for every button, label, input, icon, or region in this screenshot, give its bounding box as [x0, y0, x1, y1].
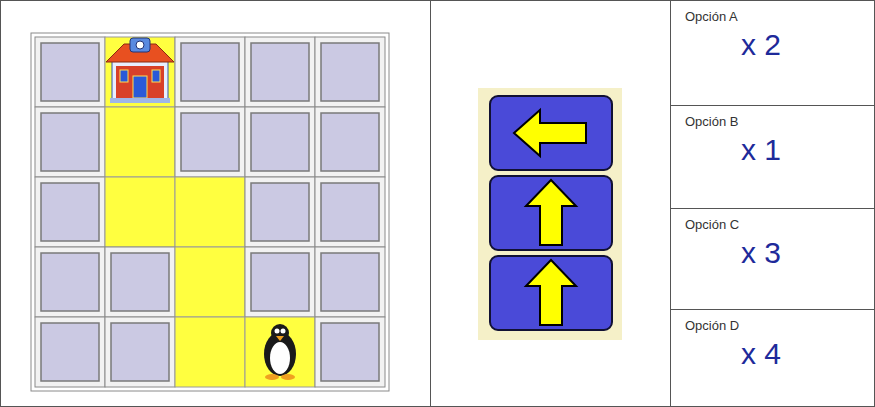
option-value: x 2	[741, 28, 874, 61]
option-box: Opción B x 1	[671, 106, 874, 208]
grid-board	[31, 33, 389, 391]
option-value: x 3	[741, 236, 874, 269]
grid-frame	[31, 33, 389, 391]
path-cell	[175, 317, 245, 387]
path-cell	[105, 107, 175, 177]
panel-divider	[430, 0, 431, 407]
house-icon	[106, 38, 174, 103]
path-cell	[105, 37, 175, 107]
option-value: x 1	[741, 133, 874, 166]
grid-cell	[105, 317, 175, 387]
left-arrow	[514, 110, 586, 156]
panel-divider	[670, 0, 671, 407]
card-panel	[478, 88, 622, 340]
path-cell	[175, 247, 245, 317]
command-card	[490, 256, 612, 330]
option-box: Opción C x 3	[671, 209, 874, 309]
up-arrow	[526, 260, 576, 325]
grid-cell	[245, 177, 315, 247]
grid-cell	[35, 37, 105, 107]
grid-cell	[315, 317, 385, 387]
grid-cell	[245, 107, 315, 177]
command-card	[490, 96, 612, 170]
option-value: x 4	[741, 337, 874, 370]
grid-cell	[315, 107, 385, 177]
up-arrow	[526, 180, 576, 245]
grid-cell	[35, 247, 105, 317]
penguin-icon	[264, 324, 296, 380]
grid-cell	[315, 37, 385, 107]
grid-cell	[315, 177, 385, 247]
option-box: Opción A x 2	[671, 1, 874, 105]
grid-cell	[245, 247, 315, 317]
grid-cell	[105, 247, 175, 317]
path-cell	[245, 317, 315, 387]
path-cell	[105, 177, 175, 247]
grid-cell	[35, 317, 105, 387]
option-label: Opción B	[685, 114, 874, 129]
grid-cell	[175, 107, 245, 177]
option-divider	[670, 309, 875, 310]
option-label: Opción D	[685, 318, 874, 333]
option-label: Opción A	[685, 9, 874, 24]
path-cell	[175, 177, 245, 247]
grid-cell	[35, 177, 105, 247]
grid-cell	[315, 247, 385, 317]
option-divider	[670, 208, 875, 209]
option-label: Opción C	[685, 217, 874, 232]
command-card	[490, 176, 612, 250]
grid-cell	[35, 107, 105, 177]
option-divider	[670, 105, 875, 106]
grid-cell	[175, 37, 245, 107]
option-box: Opción D x 4	[671, 310, 874, 406]
grid-cell	[245, 37, 315, 107]
command-cards	[478, 88, 622, 340]
